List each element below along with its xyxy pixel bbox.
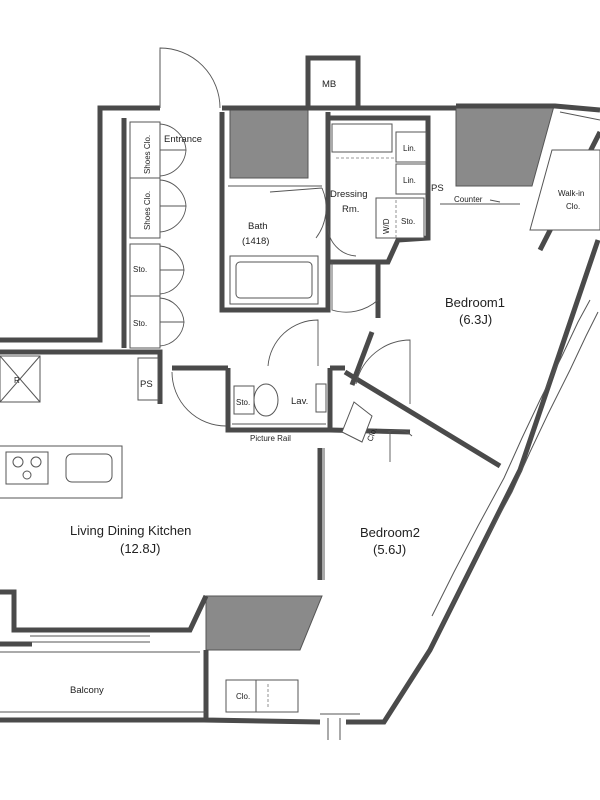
label-balcony: Balcony (70, 685, 104, 696)
label-bath-area: (1418) (242, 236, 269, 247)
label-ldk-area: (12.8J) (120, 541, 160, 556)
label-bedroom2: Bedroom2 (360, 525, 420, 540)
shaft-bedroom2 (205, 595, 323, 651)
label-ps-1: PS (431, 183, 444, 194)
label-lin-2: Lin. (403, 176, 416, 185)
corridor-door (267, 319, 319, 367)
linen-2 (395, 163, 427, 195)
toilet (253, 383, 279, 417)
label-wd: W/D (382, 218, 391, 234)
label-sto-3: Sto. (401, 217, 415, 226)
label-refrigerator: R (14, 376, 20, 385)
sink (65, 453, 113, 483)
bedroom1-door (355, 339, 411, 404)
label-dressing-2: Rm. (342, 204, 359, 215)
label-walkin-2: Clo. (566, 202, 580, 211)
label-sto-1: Sto. (133, 265, 147, 274)
label-bedroom1: Bedroom1 (445, 295, 505, 310)
washer-dryer (375, 197, 425, 239)
walk-in-closet (529, 149, 600, 231)
bath-door (269, 187, 327, 239)
label-picture-rail: Picture Rail (250, 434, 291, 443)
label-dressing-1: Dressing (330, 189, 368, 200)
label-sto-2: Sto. (133, 319, 147, 328)
east-window (431, 299, 591, 617)
label-mb: MB (322, 79, 336, 90)
ps-shaft-ldk (137, 357, 159, 401)
shaft-bedroom1 (455, 105, 555, 187)
shaft-bath (229, 109, 309, 179)
label-counter: Counter (454, 195, 483, 204)
balcony-closet (225, 679, 299, 713)
label-walkin-1: Walk-in (558, 189, 584, 198)
linen-1 (395, 131, 427, 163)
label-lav: Lav. (291, 396, 308, 407)
bedroom2-closet (341, 401, 373, 443)
label-sto-toilet: Sto. (236, 398, 250, 407)
label-bedroom1-area: (6.3J) (459, 312, 492, 327)
label-shoes-clo-1: Shoes Clo. (143, 135, 152, 174)
entrance-door (159, 47, 221, 109)
vanity (331, 123, 393, 153)
label-entrance: Entrance (164, 134, 202, 145)
bedroom2-door (387, 429, 413, 462)
label-ldk: Living Dining Kitchen (70, 523, 191, 538)
label-bedroom2-area: (5.6J) (373, 542, 406, 557)
label-shoes-clo-2: Shoes Clo. (143, 191, 152, 230)
label-ps-2: PS (140, 379, 153, 390)
label-clo-balcony: Clo. (236, 692, 250, 701)
lavatory (315, 383, 327, 413)
bathtub (229, 255, 319, 305)
label-bath: Bath (248, 221, 268, 232)
label-lin-1: Lin. (403, 144, 416, 153)
